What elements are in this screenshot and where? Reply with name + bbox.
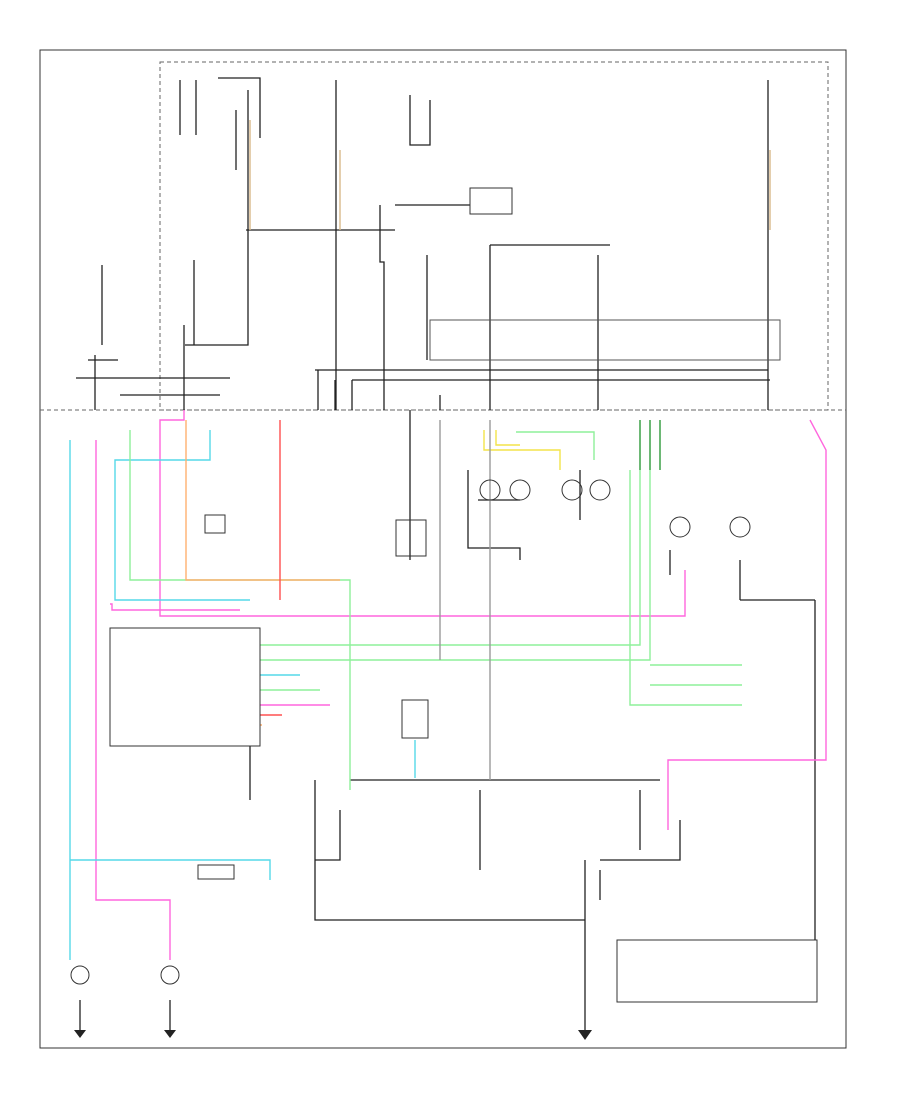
- pink-wire: [667, 419, 827, 830]
- ground-symbols: [74, 1030, 592, 1040]
- lamp-symbols: [70, 479, 751, 985]
- yellow-wire: [483, 430, 561, 470]
- lamp-right-2: [589, 479, 611, 501]
- fuse-block-wiring: [76, 77, 781, 410]
- ground-symbol-left: [74, 1030, 86, 1038]
- lamp-fog: [729, 516, 751, 538]
- orange-wire: [185, 420, 340, 581]
- switch-box: [204, 514, 226, 534]
- lamp-lower-right: [160, 965, 180, 985]
- ground-wiring: [79, 410, 818, 1030]
- generator-box: [469, 187, 513, 215]
- lamp-left-2: [509, 479, 531, 501]
- light-blue-wire: [114, 430, 250, 601]
- fuse-block-area: [159, 61, 829, 411]
- lamp-right: [561, 479, 583, 501]
- lamp-license: [669, 516, 691, 538]
- ground-symbol-right: [164, 1030, 176, 1038]
- generator-device: [395, 519, 427, 557]
- pink-wire: [159, 410, 686, 617]
- light-green-wire: [516, 431, 595, 460]
- light-green-wire: [629, 470, 742, 706]
- control-module: [109, 627, 261, 747]
- relay-module: [429, 319, 781, 361]
- resistor-box: [197, 864, 235, 880]
- light-blue-wire: [70, 859, 271, 880]
- lamp-left: [479, 479, 501, 501]
- pink-wire: [95, 440, 171, 960]
- instrument-cluster-box: [616, 939, 818, 1003]
- lamp-lower-left: [70, 965, 90, 985]
- diagram-frame: [39, 49, 847, 1049]
- colored-wires: [69, 120, 827, 960]
- light-green-wire: [175, 470, 651, 661]
- pink-wire: [110, 603, 240, 611]
- yellow-wire: [495, 430, 520, 446]
- light-green-wire: [175, 470, 641, 646]
- ground-symbol: [578, 1030, 592, 1040]
- sensor-box: [401, 699, 429, 739]
